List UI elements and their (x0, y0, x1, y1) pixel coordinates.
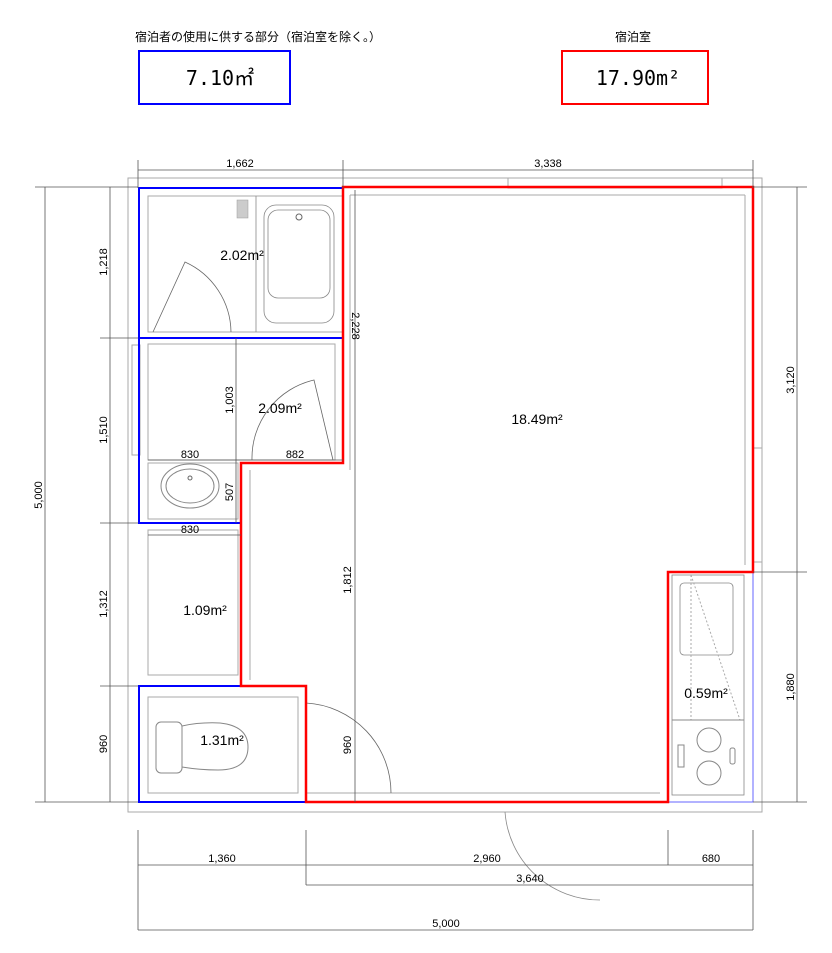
sink-icon (160, 463, 220, 509)
toilet-icon (155, 721, 249, 774)
kitchen-icon (671, 574, 745, 796)
dim-bottom-mid: 3,640 (516, 873, 544, 885)
dim-inner-bath-wall: 2,228 (349, 312, 361, 340)
common-area-label: 宿泊者の使用に供する部分（宿泊室を除く。） (135, 29, 381, 44)
walls (127, 177, 763, 813)
dimension-lines (35, 160, 807, 931)
dim-inner-entry-h: 960 (342, 736, 354, 754)
dim-inner-hall-h: 1,812 (342, 566, 354, 594)
common-area-box (138, 50, 291, 105)
dim-left-2: 1,510 (98, 416, 110, 444)
area-hall: 1.09m² (183, 602, 227, 618)
dim-bottom-2: 2,960 (473, 853, 501, 865)
dim-bottom-1: 1,360 (208, 853, 236, 865)
dim-left-total: 5,000 (33, 481, 45, 509)
dim-inner-wash-h: 1,003 (224, 386, 236, 414)
room-area-box (561, 50, 709, 105)
dim-left-4: 960 (98, 735, 110, 753)
dim-right-2: 1,880 (785, 673, 797, 701)
dim-top-left: 1,662 (226, 158, 254, 170)
dim-right-1: 3,120 (785, 366, 797, 394)
dim-inner-wash-w1: 830 (181, 449, 199, 461)
guest-room-outline (239, 185, 755, 804)
dim-inner-wash-w2: 882 (286, 449, 304, 461)
area-kitchen: 0.59m² (684, 685, 728, 701)
area-bath: 2.02m² (220, 247, 264, 263)
room-area-label: 宿泊室 (615, 29, 651, 44)
room-area-value: 17.90m² (596, 66, 680, 90)
area-room: 18.49m² (511, 411, 563, 427)
area-toilet: 1.31m² (200, 732, 244, 748)
front-door-swing-icon (504, 811, 601, 901)
dim-top-right: 3,338 (534, 158, 562, 170)
dim-bottom-3: 680 (702, 853, 720, 865)
entrance-door-swing-icon (305, 702, 392, 794)
dim-bottom-total: 5,000 (432, 918, 460, 930)
bathtub-icon (236, 199, 335, 324)
dim-inner-sink-h: 507 (224, 483, 236, 501)
wash-door-swing-icon (251, 379, 334, 461)
dim-left-3: 1,312 (98, 590, 110, 618)
dim-inner-hall-w: 830 (181, 524, 199, 536)
common-area-value: 7.10㎡ (186, 66, 254, 90)
area-washroom: 2.09m² (258, 400, 302, 416)
dim-left-1: 1,218 (98, 248, 110, 276)
bath-door-swing-icon (152, 261, 232, 333)
